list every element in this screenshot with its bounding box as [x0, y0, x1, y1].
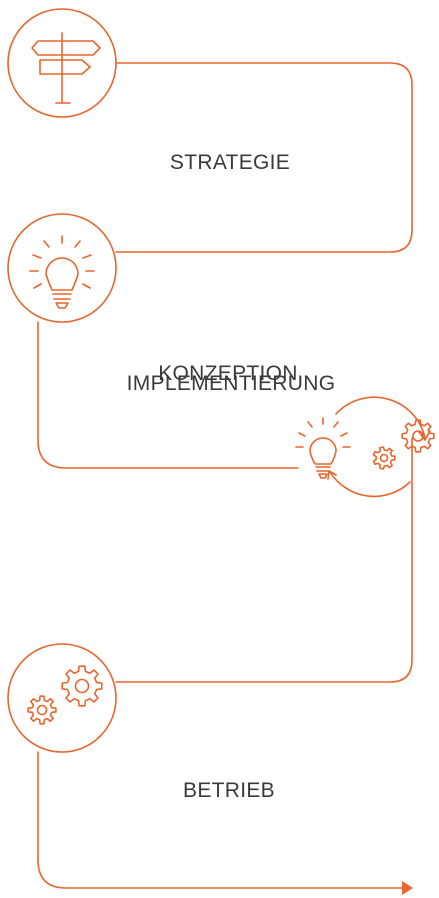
gear-icon	[401, 419, 435, 453]
lightbulb-icon	[7, 213, 117, 323]
stage-label-konzeption: KONZEPTION	[158, 362, 298, 385]
stage-label-implementierung: IMPLEMENTIERUNG	[126, 372, 336, 395]
stage-label-betrieb: BETRIEB	[183, 779, 275, 802]
gear-icon	[27, 695, 57, 725]
stage-label-strategie: STRATEGIE	[169, 151, 291, 174]
gear-icon	[61, 665, 103, 707]
flow-connector	[37, 751, 403, 889]
signpost-icon	[7, 8, 117, 118]
flow-connector	[115, 437, 413, 683]
flow-connector	[37, 321, 299, 469]
gear-icon	[372, 446, 396, 470]
flow-connector	[109, 62, 413, 253]
arrow-right-icon	[402, 881, 413, 895]
lightbulb-gears-cycle-icon	[295, 396, 435, 498]
gears-icon	[7, 643, 117, 753]
